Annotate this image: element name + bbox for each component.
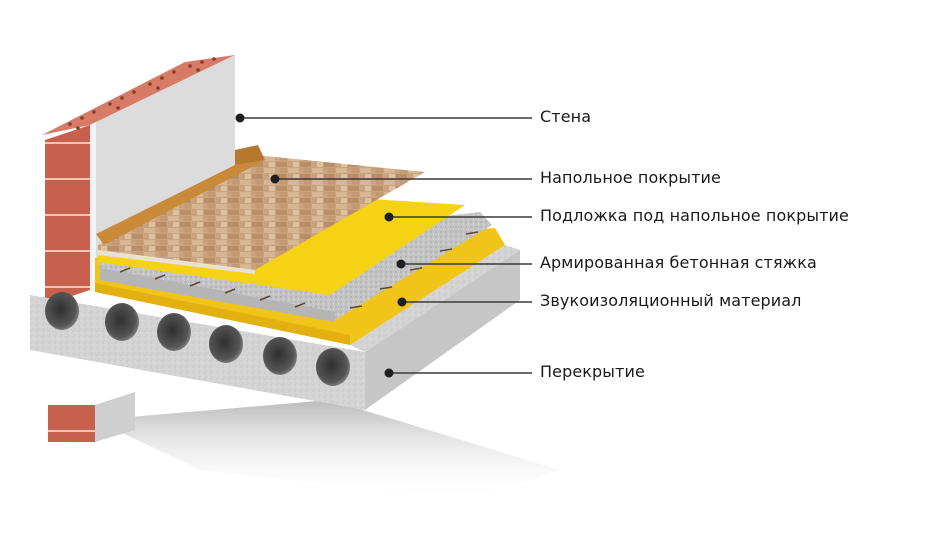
label-wall: Стена xyxy=(540,107,592,126)
leader-lines xyxy=(235,113,532,378)
label-slab: Перекрытие xyxy=(540,362,645,381)
skirting-board xyxy=(96,145,265,245)
label-reinforced-screed: Армированная бетонная стяжка xyxy=(540,253,817,272)
label-underlay: Подложка под напольное покрытие xyxy=(540,206,849,225)
label-sound-insulation: Звукоизоляционный материал xyxy=(540,291,802,310)
lower-wall xyxy=(48,392,135,442)
floor-covering-layer xyxy=(98,155,425,274)
hollow-core-slab xyxy=(30,245,520,410)
label-floor-covering: Напольное покрытие xyxy=(540,168,721,187)
ground-shadow xyxy=(95,400,560,500)
